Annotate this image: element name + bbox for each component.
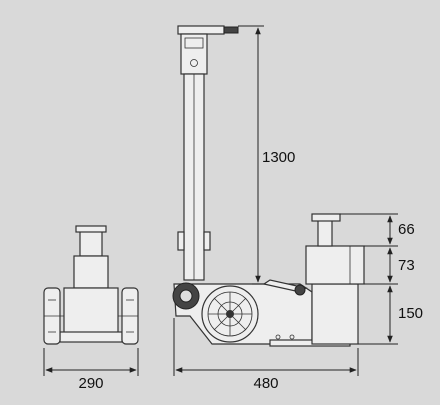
side-length-label: 480 xyxy=(253,375,278,392)
front-ram-cap xyxy=(75,225,107,233)
front-view xyxy=(43,225,139,345)
handle-height-label: 1300 xyxy=(262,149,295,166)
front-base xyxy=(63,287,119,335)
mid-height-label: 73 xyxy=(398,257,415,274)
base-height-label: 150 xyxy=(398,305,423,322)
front-width-label: 290 xyxy=(78,375,103,392)
front-ram-top xyxy=(79,229,103,257)
handle-end xyxy=(223,26,239,34)
lift-cylinder-base xyxy=(311,283,359,345)
handle-height-dimension: 1300 xyxy=(238,25,295,285)
side-view xyxy=(172,25,365,347)
side-length-dimension: 480 xyxy=(173,318,359,392)
front-cylinder xyxy=(73,255,109,289)
lift-cylinder-mid xyxy=(305,245,365,285)
lift-ram xyxy=(317,219,333,247)
handle-grip xyxy=(177,25,225,35)
cap-height-label: 66 xyxy=(398,221,415,238)
front-width-dimension: 290 xyxy=(43,348,139,392)
lift-saddle xyxy=(311,213,341,222)
front-foot xyxy=(59,331,123,343)
right-dimensions: 66 73 150 xyxy=(340,213,423,345)
